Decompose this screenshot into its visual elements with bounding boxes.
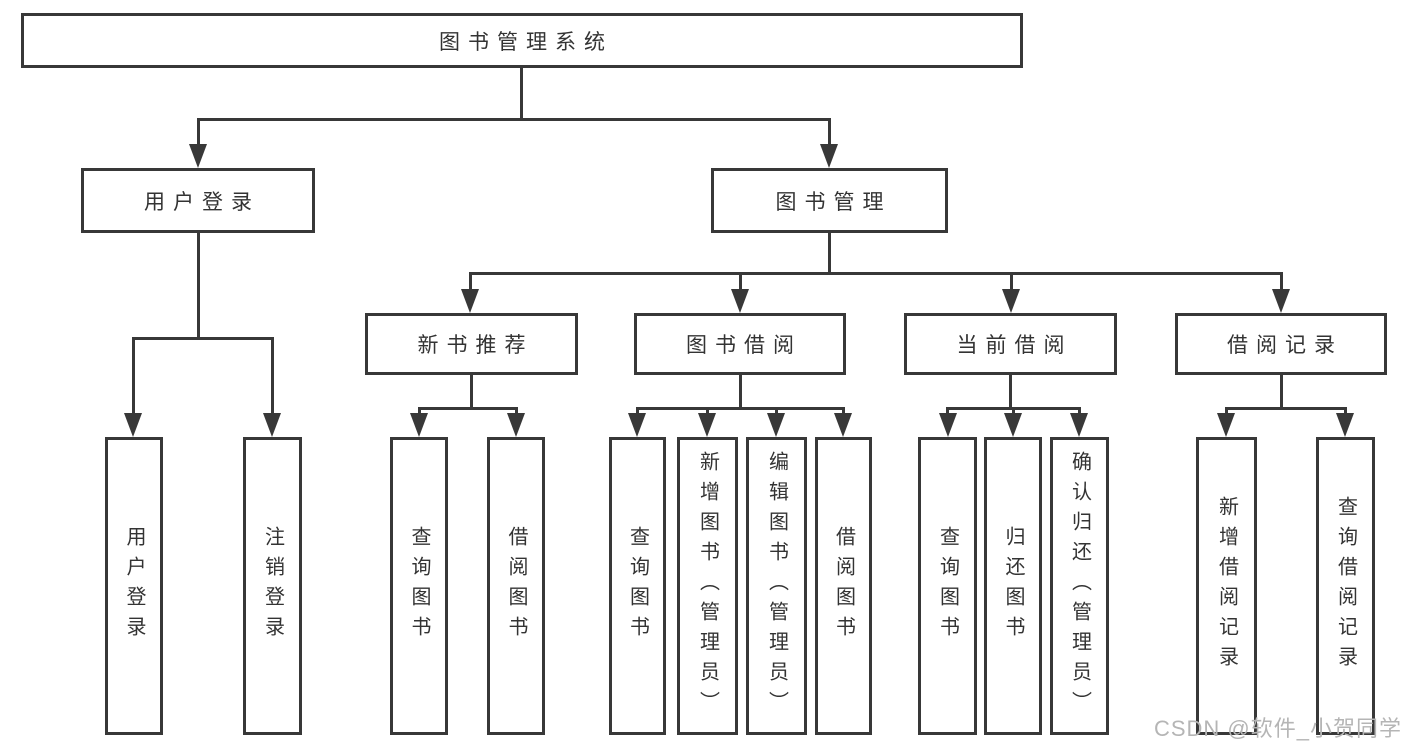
connector-line [1010,272,1013,292]
node-book-borrow: 图书借阅 [634,313,846,375]
leaf-edit-book-admin: 编辑图书（管理员） [746,437,807,735]
node-new-book-recommend: 新书推荐 [365,313,578,375]
arrowhead-down-icon [1070,413,1088,437]
connector-line [469,272,1283,275]
connector-line [132,337,274,340]
arrowhead-down-icon [263,413,281,437]
arrowhead-down-icon [939,413,957,437]
arrowhead-down-icon [461,289,479,313]
connector-line [636,407,845,410]
connector-line [1280,272,1283,292]
leaf-logout: 注销登录 [243,437,302,735]
node-user-login: 用户登录 [81,168,315,233]
connector-line [1225,407,1228,417]
connector-line [197,118,831,121]
connector-line [739,373,742,409]
arrowhead-down-icon [1002,289,1020,313]
connector-line [775,407,778,417]
arrowhead-down-icon [698,413,716,437]
connector-line [636,407,639,417]
node-root: 图书管理系统 [21,13,1023,68]
arrowhead-down-icon [820,144,838,168]
connector-line [842,407,845,417]
leaf-query-books-recommend: 查询图书 [390,437,448,735]
arrowhead-down-icon [731,289,749,313]
connector-line [520,66,523,120]
connector-line [706,407,709,417]
connector-line [1078,407,1081,417]
leaf-borrow-books: 借阅图书 [815,437,872,735]
connector-line [1280,373,1283,409]
connector-line [418,407,421,417]
node-current-borrow: 当前借阅 [904,313,1117,375]
connector-line [828,231,831,274]
leaf-add-borrow-record: 新增借阅记录 [1196,437,1257,735]
connector-line [470,373,473,409]
arrowhead-down-icon [1336,413,1354,437]
leaf-add-book-admin: 新增图书（管理员） [677,437,738,735]
arrowhead-down-icon [1004,413,1022,437]
node-book-management: 图书管理 [711,168,948,233]
node-borrow-records: 借阅记录 [1175,313,1387,375]
leaf-confirm-return-admin: 确认归还（管理员） [1050,437,1109,735]
arrowhead-down-icon [767,413,785,437]
arrowhead-down-icon [1217,413,1235,437]
connector-line [739,272,742,292]
leaf-return-book: 归还图书 [984,437,1042,735]
arrowhead-down-icon [834,413,852,437]
arrowhead-down-icon [410,413,428,437]
connector-line [418,407,518,410]
connector-line [197,118,200,146]
arrowhead-down-icon [1272,289,1290,313]
connector-line [1012,407,1015,417]
connector-line [197,231,200,339]
connector-line [1344,407,1347,417]
watermark: CSDN @软件_小贺同学 [1153,716,1402,741]
arrowhead-down-icon [189,144,207,168]
leaf-query-books-borrow: 查询图书 [609,437,666,735]
arrowhead-down-icon [124,413,142,437]
leaf-user-login: 用户登录 [105,437,163,735]
leaf-query-borrow-record: 查询借阅记录 [1316,437,1375,735]
connector-line [271,337,274,415]
connector-line [469,272,472,292]
arrowhead-down-icon [507,413,525,437]
connector-line [515,407,518,417]
connector-line [828,118,831,146]
connector-line [1009,373,1012,409]
connector-line [1225,407,1347,410]
leaf-query-books-current: 查询图书 [918,437,977,735]
connector-line [946,407,949,417]
connector-line [132,337,135,415]
leaf-borrow-books-recommend: 借阅图书 [487,437,545,735]
arrowhead-down-icon [628,413,646,437]
